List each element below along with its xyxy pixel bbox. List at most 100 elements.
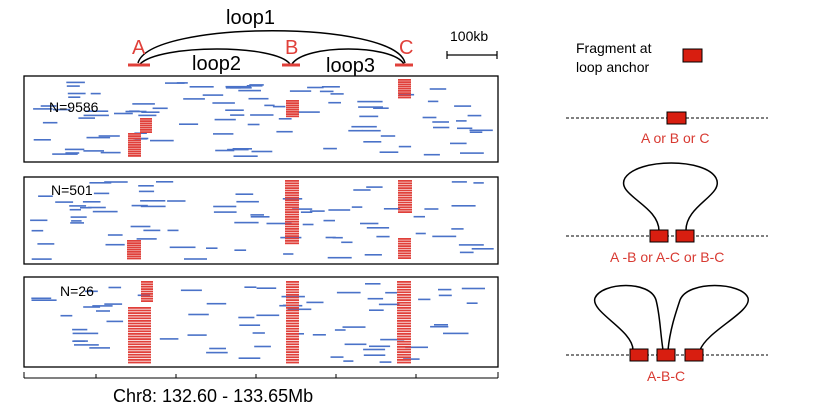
- fragment: [184, 258, 207, 260]
- anchor-fragment: [286, 301, 299, 304]
- anchor-fragment: [397, 299, 411, 301]
- fragment: [69, 208, 81, 211]
- fragment: [430, 325, 449, 328]
- anchor-fragment: [286, 100, 299, 102]
- anchor-fragment: [398, 81, 411, 83]
- fragment: [85, 110, 109, 112]
- fragment: [130, 225, 151, 228]
- fragment: [379, 151, 399, 153]
- fragment: [332, 236, 343, 239]
- anchor-fragment: [398, 240, 411, 243]
- anchor-fragment: [285, 204, 299, 206]
- anchor-fragment: [286, 309, 299, 312]
- fragment: [282, 198, 303, 200]
- anchor-fragment: [397, 322, 411, 325]
- anchor-fragment: [127, 240, 141, 242]
- fragment: [471, 248, 494, 250]
- scale-bar-label: 100kb: [450, 28, 488, 44]
- anchor-fragment: [140, 124, 152, 127]
- fragment: [69, 205, 87, 207]
- fragment: [238, 357, 261, 359]
- anchor-fragment: [285, 240, 299, 242]
- anchor-fragment: [128, 348, 151, 351]
- schematic-anchor-box: [656, 348, 676, 362]
- anchor-fragment: [286, 346, 299, 348]
- anchor-fragment: [286, 104, 299, 107]
- anchor-label-a: A: [132, 37, 146, 59]
- schematic-pair: A -B or A-C or B-C: [566, 162, 768, 265]
- anchor-fragment: [128, 325, 151, 327]
- fragment: [74, 344, 99, 346]
- panel-count-label-2: N=501: [51, 182, 93, 198]
- fragment: [466, 302, 478, 304]
- fragment: [321, 86, 340, 88]
- fragment: [469, 129, 493, 132]
- anchor-fragment: [285, 220, 299, 223]
- anchor-fragment: [397, 283, 411, 286]
- anchor-fragment: [397, 296, 411, 299]
- fragment: [328, 209, 351, 211]
- fragment: [225, 109, 244, 111]
- panel-count-label-3: N=26: [60, 283, 94, 299]
- anchor-fragment: [286, 111, 299, 113]
- anchor-fragment: [127, 253, 141, 255]
- fragment: [209, 347, 226, 350]
- anchor-fragment: [285, 232, 299, 235]
- anchor-fragment: [397, 291, 411, 294]
- fragment: [250, 214, 264, 216]
- fragment: [342, 326, 366, 328]
- fragment: [418, 298, 431, 301]
- fragment: [187, 334, 207, 336]
- fragment: [179, 123, 199, 125]
- anchor-fragment: [285, 201, 299, 204]
- schematic-loop: [622, 162, 719, 232]
- fragment: [264, 104, 275, 107]
- fragment: [292, 208, 313, 210]
- fragment: [312, 334, 326, 336]
- anchor-fragment: [128, 359, 151, 361]
- fragment: [364, 254, 382, 256]
- fragment: [72, 332, 99, 335]
- fragment: [37, 243, 55, 245]
- fragment: [138, 190, 155, 193]
- fragment-tracks: [30, 79, 494, 364]
- fragment: [461, 287, 485, 290]
- anchor-fragment: [397, 351, 411, 353]
- fragment: [438, 294, 452, 297]
- fragment: [202, 94, 224, 96]
- fragment: [140, 205, 166, 208]
- anchor-fragment: [397, 317, 411, 320]
- anchor-fragment: [140, 131, 152, 133]
- fragment: [213, 133, 234, 135]
- anchor-fragment: [141, 293, 153, 295]
- schematic-caption-2: A -B or A-C or B-C: [610, 249, 724, 265]
- fragment: [459, 251, 474, 254]
- anchor-fragment: [397, 325, 411, 327]
- anchor-fragment: [286, 320, 299, 322]
- loop1-arc: [137, 30, 406, 64]
- anchor-fragment: [128, 353, 151, 356]
- fragment: [283, 253, 294, 255]
- fragment: [373, 107, 389, 109]
- anchor-fragment: [397, 320, 411, 322]
- panel-count-label-1: N=9586: [49, 99, 99, 115]
- anchor-fragment: [398, 192, 412, 194]
- anchor-fragment: [398, 87, 411, 90]
- anchor-fragment: [128, 317, 151, 320]
- fragment: [281, 295, 305, 298]
- anchor-fragment: [397, 286, 411, 288]
- fragment: [206, 302, 227, 305]
- anchor-fragment: [127, 257, 141, 260]
- fragment: [289, 90, 312, 92]
- anchor-fragment: [398, 90, 411, 92]
- fragment: [252, 332, 265, 334]
- fragment: [227, 148, 249, 151]
- fragment: [108, 286, 122, 289]
- schematic-caption-1: A or B or C: [641, 130, 709, 146]
- fragment: [100, 151, 121, 154]
- anchor-fragment: [397, 301, 411, 304]
- anchor-fragment: [285, 199, 299, 201]
- anchor-fragment: [128, 150, 141, 153]
- fragment: [380, 338, 405, 341]
- fragment: [451, 228, 464, 230]
